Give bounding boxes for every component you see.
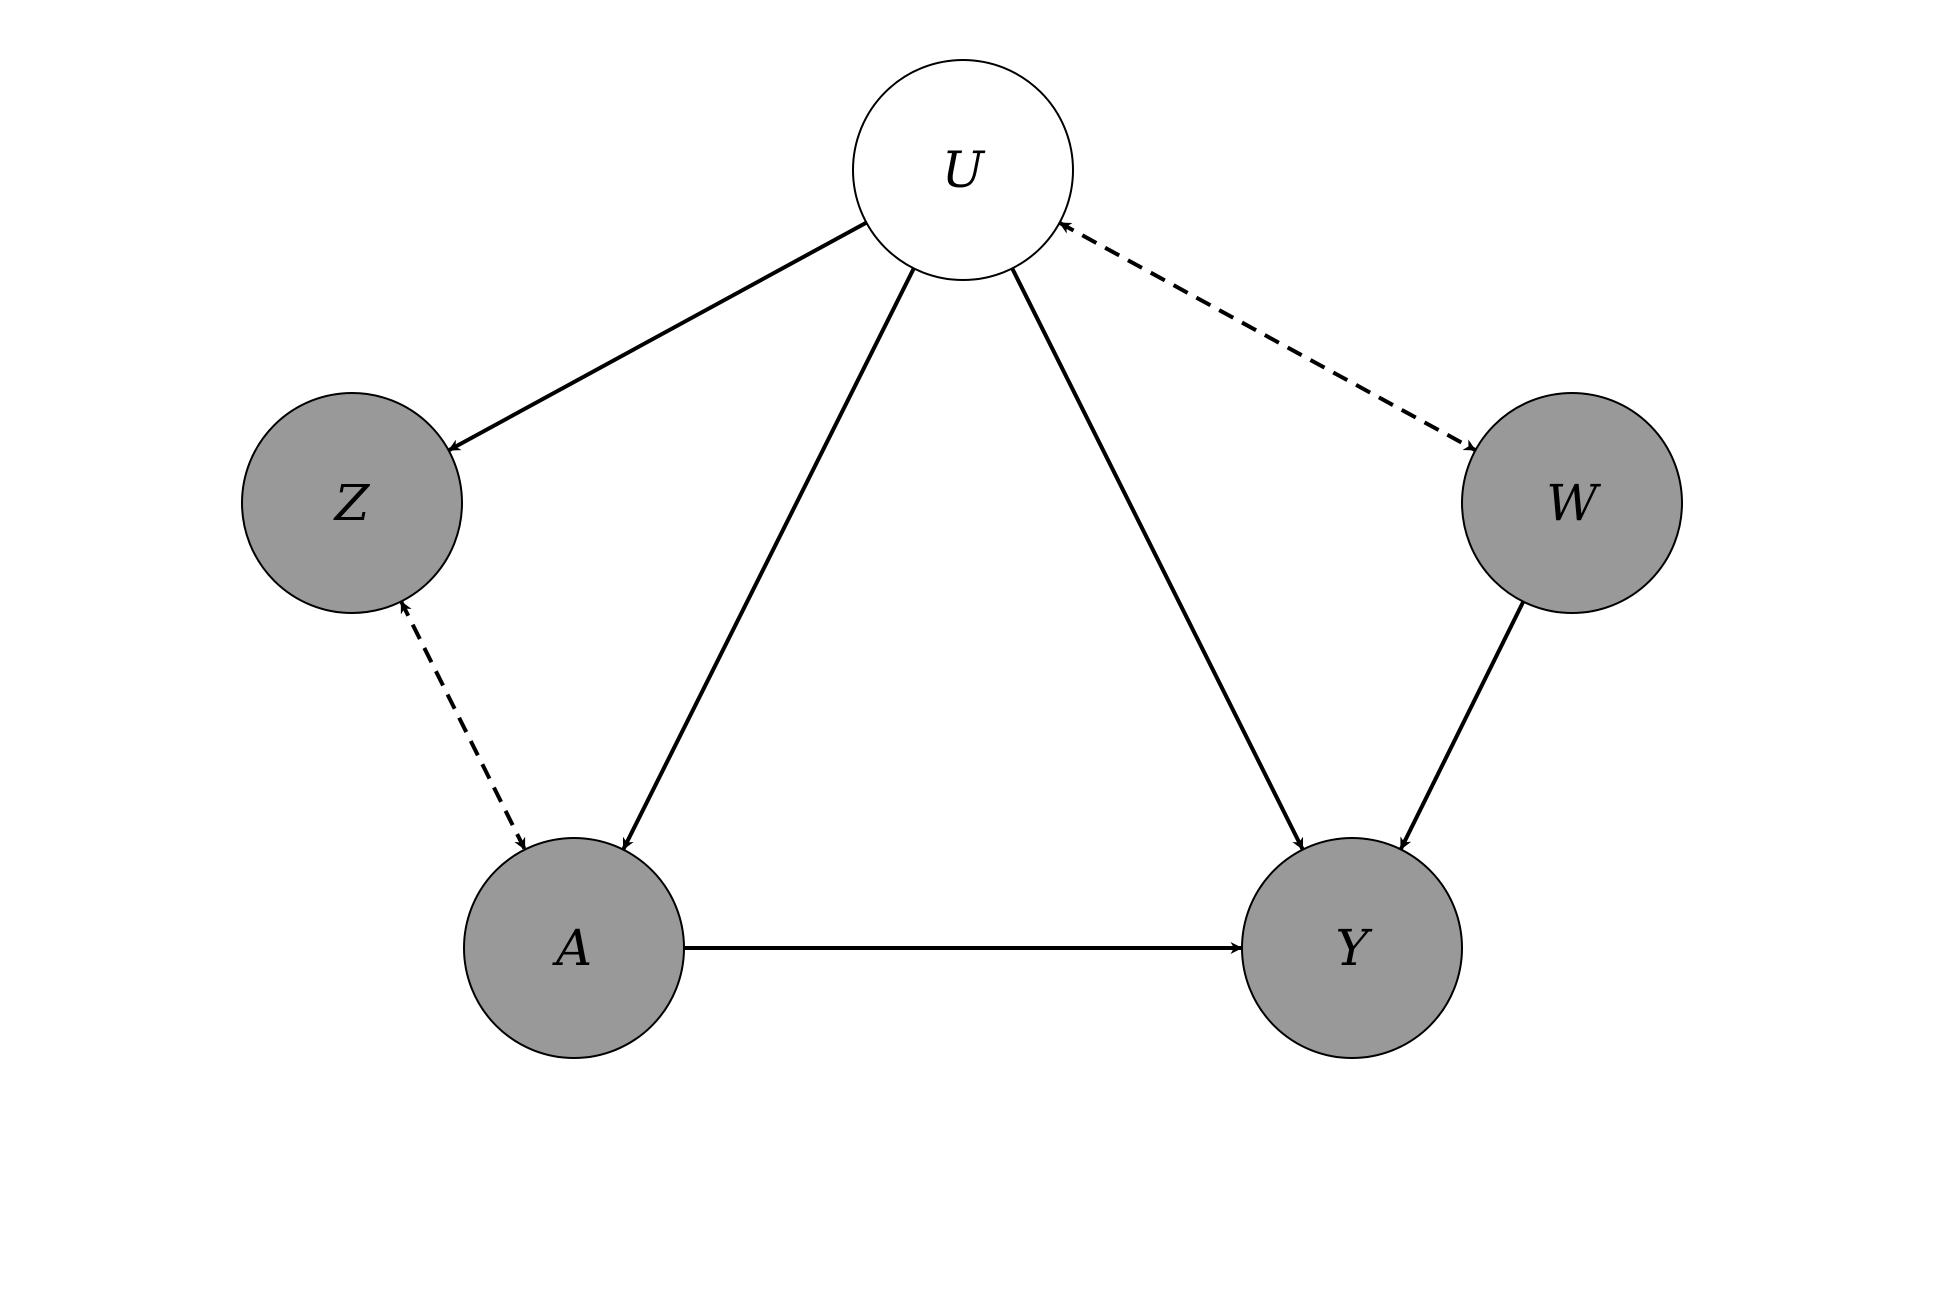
node-z: Z	[241, 392, 463, 614]
edge-z-a	[399, 600, 527, 851]
node-z-label: Z	[333, 474, 371, 532]
node-u-label: U	[942, 141, 986, 199]
node-u: U	[852, 59, 1074, 281]
node-z-circle	[241, 392, 463, 614]
edge-u-z	[447, 220, 868, 453]
node-y-circle	[1241, 837, 1463, 1059]
node-y: Y	[1241, 837, 1463, 1059]
node-u-circle	[852, 59, 1074, 281]
nodes-layer: U Z W A Y	[241, 59, 1683, 1059]
edge-w-y	[1398, 600, 1526, 851]
node-a: A	[463, 837, 685, 1059]
node-w-label: W	[1546, 474, 1601, 532]
node-a-circle	[463, 837, 685, 1059]
edges-layer	[399, 220, 1526, 954]
edge-u-a	[621, 267, 916, 851]
node-y-label: Y	[1335, 919, 1372, 977]
node-a-label: A	[552, 919, 592, 977]
node-w: W	[1461, 392, 1683, 614]
edge-u-w	[1058, 221, 1477, 452]
node-w-circle	[1461, 392, 1683, 614]
edge-u-y	[1010, 267, 1305, 851]
